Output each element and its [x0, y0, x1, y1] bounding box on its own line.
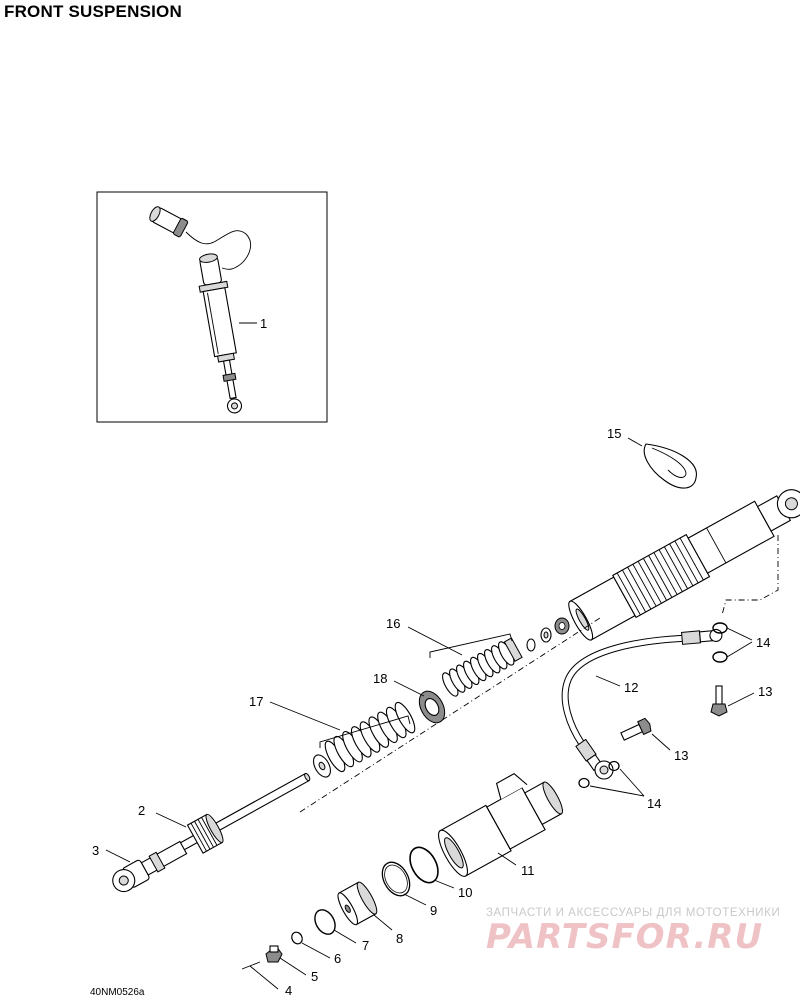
callout-17: 17 [249, 694, 263, 709]
callout-13-lower: 13 [674, 748, 688, 763]
shock-body-bellows [568, 489, 800, 641]
inset-assembly-box: 1 [96, 191, 328, 423]
part-14-seals-lower: 14 [578, 760, 661, 811]
part-16-hardware [526, 617, 570, 652]
callout-12: 12 [624, 680, 638, 695]
assembly-axis-line [299, 617, 601, 813]
part-13-bolt-lower: 13 [620, 717, 688, 763]
part-9-circlip: 9 [381, 861, 437, 918]
callout-4: 4 [285, 983, 292, 998]
watermark-tagline: ЗАПЧАСТИ И АКСЕССУАРЫ ДЛЯ МОТОТЕХНИКИ [486, 907, 780, 919]
part-15-stop-washer: 15 [607, 426, 697, 489]
callout-6: 6 [334, 951, 341, 966]
callout-9: 9 [430, 903, 437, 918]
part-18-crossover-ring: 18 [373, 671, 446, 724]
part-12-hose: 12 [561, 628, 723, 780]
part-4-screw: 4 [241, 961, 292, 998]
watermark-brand: PARTSFOR.RU [486, 917, 763, 957]
watermark-logo: ЗАПЧАСТИ И АКСЕССУАРЫ ДЛЯ МОТОТЕХНИКИ PA… [486, 907, 780, 957]
callout-8: 8 [396, 931, 403, 946]
callout-7: 7 [362, 938, 369, 953]
page-title: FRONT SUSPENSION [4, 2, 182, 21]
callout-16: 16 [386, 616, 400, 631]
part-8-piston-cap: 8 [337, 881, 403, 946]
part-13-bolt-upper: 13 [710, 684, 772, 717]
callout-15: 15 [607, 426, 621, 441]
callout-10: 10 [458, 885, 472, 900]
part-3-rod-eye: 3 [92, 840, 188, 893]
part-5-valve: 5 [265, 945, 318, 984]
callout-13-upper: 13 [758, 684, 772, 699]
callout-2: 2 [138, 803, 145, 818]
part-17-spring: 17 [249, 694, 416, 778]
part-11-reservoir: 11 [438, 773, 563, 878]
callout-14-lower: 14 [647, 796, 661, 811]
part-16-spring: 16 [386, 616, 523, 697]
callout-14-upper: 14 [756, 635, 770, 650]
drawing-code: 40NM0526a [90, 987, 145, 998]
callout-5: 5 [311, 969, 318, 984]
part-14-seals-upper: 14 [712, 622, 770, 663]
part-6-o-ring: 6 [291, 931, 341, 966]
callout-11: 11 [521, 863, 535, 878]
callout-3: 3 [92, 843, 99, 858]
assembled-shock-illustration [149, 206, 251, 414]
callout-1: 1 [260, 316, 267, 331]
part-7-o-ring: 7 [314, 909, 369, 953]
callout-18: 18 [373, 671, 387, 686]
part-10-o-ring: 10 [409, 846, 472, 900]
